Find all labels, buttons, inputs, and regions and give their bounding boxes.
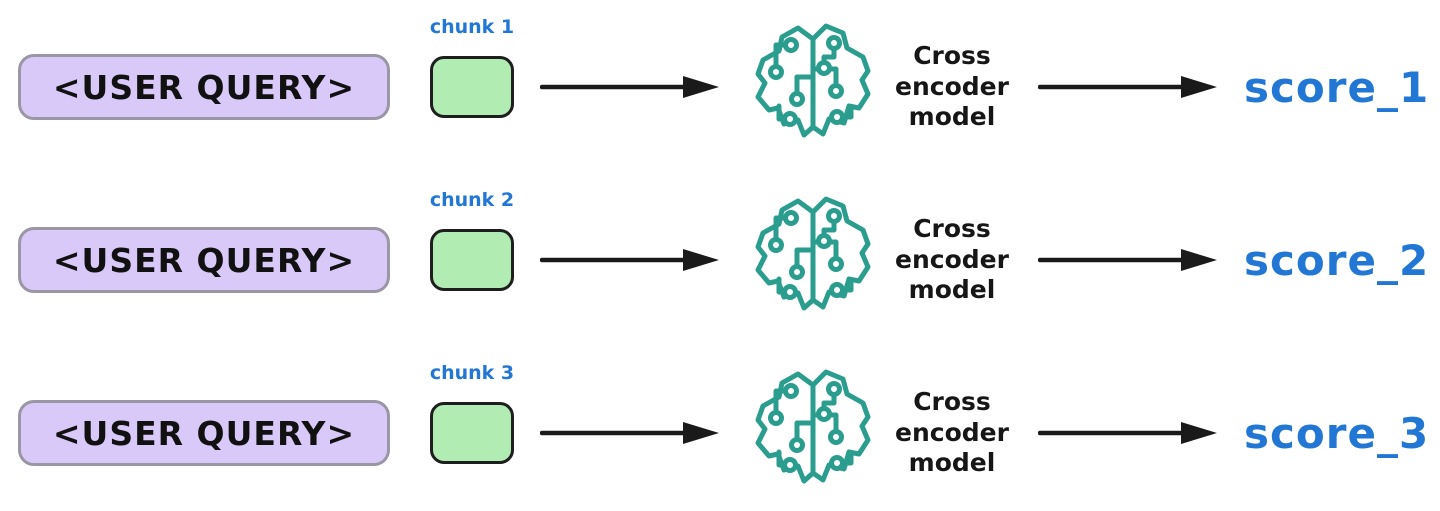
- model-label-line: Cross: [913, 214, 991, 244]
- chunk-box: [430, 229, 514, 291]
- model-label-line: Cross: [913, 41, 991, 71]
- chunk-box: [430, 402, 514, 464]
- pipeline-row-2: <USER QUERY> chunk 2 Cross encoder model…: [0, 175, 1440, 345]
- cross-encoder-label: Cross encoder model: [882, 387, 1022, 479]
- chunk-group: chunk 2: [430, 189, 514, 291]
- model-label-line: model: [908, 448, 996, 478]
- circuit-brain-icon: [750, 367, 876, 499]
- right-arrow-icon: [1038, 247, 1218, 273]
- user-query-label: <USER QUERY>: [52, 413, 356, 453]
- user-query-box: <USER QUERY>: [18, 227, 390, 293]
- chunk-group: chunk 3: [430, 362, 514, 464]
- cross-encoder-label: Cross encoder model: [882, 41, 1022, 133]
- score-output-label: score_1: [1244, 62, 1430, 112]
- right-arrow-icon: [540, 247, 720, 273]
- model-label-line: model: [908, 275, 996, 305]
- score-output-label: score_2: [1244, 235, 1430, 285]
- chunk-group: chunk 1: [430, 16, 514, 118]
- user-query-label: <USER QUERY>: [52, 67, 356, 107]
- right-arrow-icon: [540, 420, 720, 446]
- user-query-label: <USER QUERY>: [52, 240, 356, 280]
- right-arrow-icon: [1038, 420, 1218, 446]
- score-output-label: score_3: [1244, 408, 1430, 458]
- user-query-box: <USER QUERY>: [18, 54, 390, 120]
- model-label-line: encoder: [895, 244, 1009, 274]
- chunk-label: chunk 2: [429, 189, 515, 211]
- chunk-box: [430, 56, 514, 118]
- right-arrow-icon: [1038, 74, 1218, 100]
- circuit-brain-icon: [750, 194, 876, 326]
- model-label-line: model: [908, 102, 996, 132]
- chunk-label: chunk 3: [429, 362, 515, 384]
- model-label-line: Cross: [913, 387, 991, 417]
- cross-encoder-label: Cross encoder model: [882, 214, 1022, 306]
- user-query-box: <USER QUERY>: [18, 400, 390, 466]
- pipeline-row-3: <USER QUERY> chunk 3 Cross encoder model…: [0, 348, 1440, 511]
- chunk-label: chunk 1: [429, 16, 515, 38]
- circuit-brain-icon: [750, 21, 876, 153]
- pipeline-row-1: <USER QUERY> chunk 1 Cross encoder model…: [0, 2, 1440, 172]
- right-arrow-icon: [540, 74, 720, 100]
- model-label-line: encoder: [895, 417, 1009, 447]
- model-label-line: encoder: [895, 71, 1009, 101]
